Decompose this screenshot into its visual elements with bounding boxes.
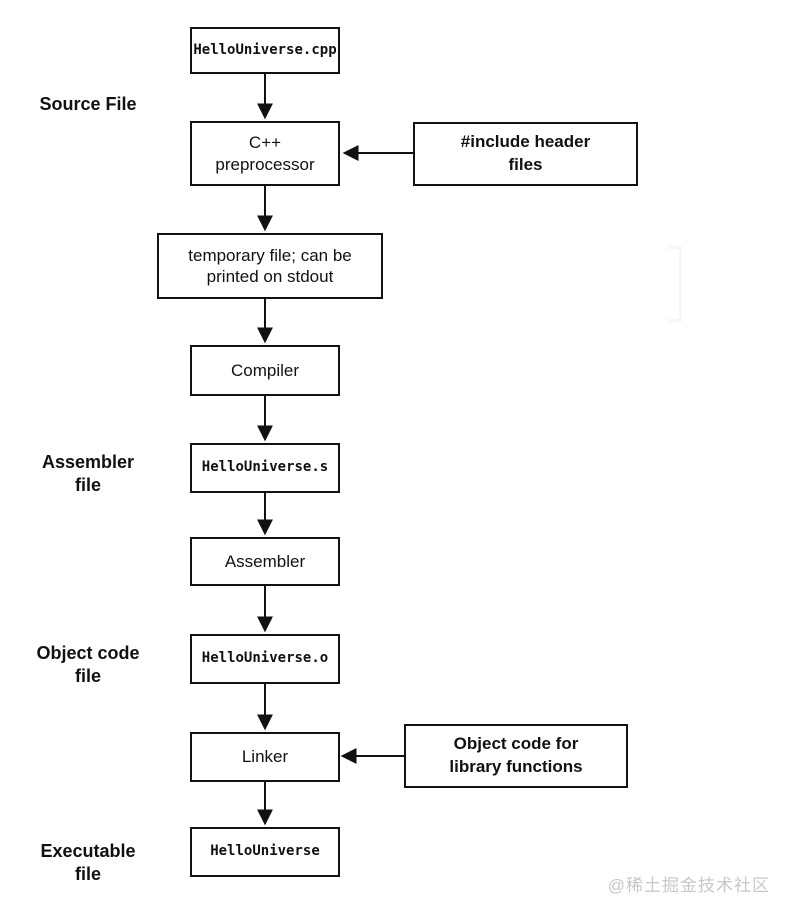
- node-temporary-file: temporary file; can be printed on stdout: [157, 233, 383, 299]
- stage-label-assembler-file: Assembler file: [41, 452, 135, 495]
- node-assembler: Assembler: [190, 537, 340, 586]
- node-assembly-file: HelloUniverse.s: [190, 443, 340, 493]
- node-executable-file: HelloUniverse: [190, 827, 340, 877]
- side-box-include-headers: #include header files: [413, 122, 638, 186]
- node-source-cpp-file: HelloUniverse.cpp: [190, 27, 340, 74]
- node-compiler: Compiler: [190, 345, 340, 396]
- stage-label-executable-file: Executable file: [40, 841, 136, 884]
- stage-label-object-code-file: Object code file: [36, 643, 140, 686]
- faint-watermark-artifact: [668, 246, 682, 322]
- node-linker: Linker: [190, 732, 340, 782]
- side-box-object-code-library: Object code for library functions: [404, 724, 628, 788]
- watermark-text: @稀土掘金技术社区: [607, 876, 770, 895]
- node-cpp-preprocessor: C++ preprocessor: [190, 121, 340, 186]
- stage-label-source-file: Source File: [39, 94, 137, 114]
- node-object-file: HelloUniverse.o: [190, 634, 340, 684]
